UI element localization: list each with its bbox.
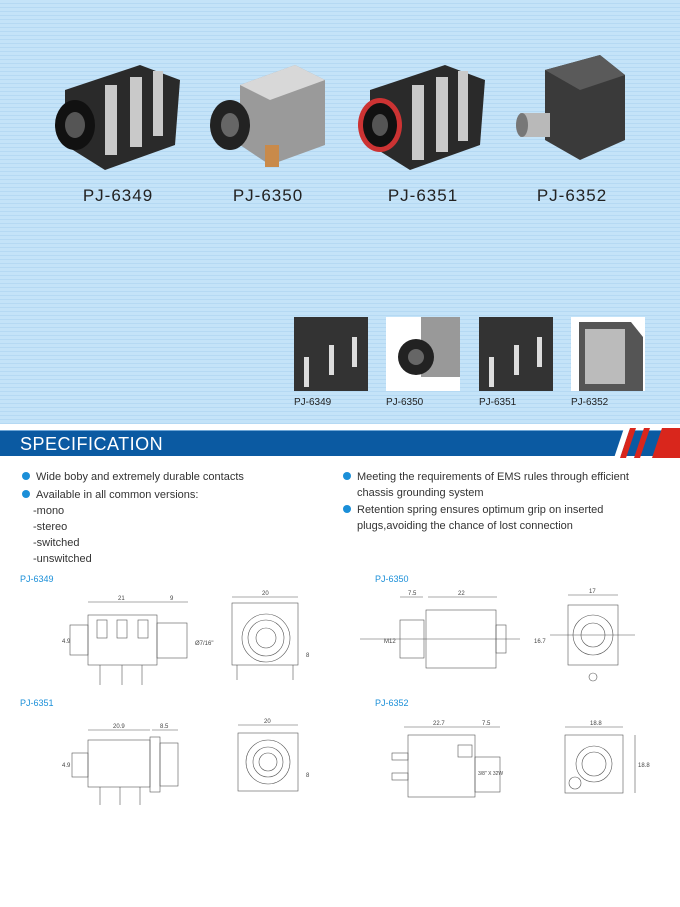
product-image-pj-6352 — [516, 55, 625, 160]
svg-text:4.9: 4.9 — [62, 639, 71, 645]
svg-text:20: 20 — [262, 591, 269, 597]
thumbnail-pj-6350 — [386, 317, 460, 391]
svg-text:M12: M12 — [384, 639, 396, 645]
thumbnail-label: PJ-6351 — [479, 397, 517, 408]
bullet-icon — [22, 472, 30, 480]
drawing-pj-6351: 20.9 8.5 4.9 20 8 — [62, 719, 310, 805]
version-item: -stereo — [33, 521, 68, 533]
drawing-label: PJ-6351 — [20, 698, 54, 708]
svg-text:22: 22 — [458, 591, 465, 597]
drawing-pj-6352: 22.7 7.5 3/8" X 32W 18.8 18.8 — [391, 721, 650, 798]
thumbnail-label: PJ-6352 — [571, 397, 609, 408]
feature-item: Wide boby and extremely durable contacts — [22, 469, 244, 485]
feature-item: Retention spring ensures optimum grip on… — [343, 502, 603, 534]
svg-text:4.9: 4.9 — [62, 763, 71, 769]
thumbnail-pj-6349 — [294, 317, 368, 391]
svg-text:20.9: 20.9 — [113, 724, 125, 730]
feature-item: Meeting the requirements of EMS rules th… — [343, 469, 629, 501]
drawing-pj-6349: 21 9 4.9 Ø7/16" 20 8 — [62, 591, 310, 685]
svg-text:Ø7/16": Ø7/16" — [195, 641, 213, 647]
drawing-label: PJ-6352 — [375, 698, 409, 708]
bullet-icon — [343, 505, 351, 513]
svg-text:9: 9 — [170, 596, 174, 602]
product-label: PJ-6352 — [536, 186, 608, 205]
svg-text:17: 17 — [589, 589, 596, 595]
svg-text:3/8" X 32W: 3/8" X 32W — [478, 771, 503, 777]
svg-text:21: 21 — [118, 596, 125, 602]
drawing-pj-6350: 7.5 22 M12 16.7 17 — [360, 589, 635, 682]
stripes-decoration — [614, 428, 680, 458]
svg-text:7.5: 7.5 — [408, 591, 417, 597]
section-title: SPECIFICATION — [20, 434, 164, 454]
thumbnail-label: PJ-6349 — [294, 397, 332, 408]
svg-text:22.7: 22.7 — [433, 721, 445, 727]
specification-header: SPECIFICATION — [0, 428, 680, 458]
svg-text:8.5: 8.5 — [160, 724, 169, 730]
feature-item: Available in all common versions: — [22, 487, 198, 503]
version-item: -switched — [33, 537, 80, 549]
svg-text:8: 8 — [306, 653, 310, 659]
svg-text:16.7: 16.7 — [534, 639, 546, 645]
product-image-pj-6350 — [210, 65, 325, 167]
product-label: PJ-6350 — [232, 186, 304, 205]
thumbnail-pj-6351 — [479, 317, 553, 391]
svg-text:18.8: 18.8 — [638, 763, 650, 769]
drawing-label: PJ-6350 — [375, 574, 409, 584]
svg-text:7.5: 7.5 — [482, 721, 491, 727]
drawing-label: PJ-6349 — [20, 574, 54, 584]
thumbnail-label: PJ-6350 — [386, 397, 424, 408]
svg-text:18.8: 18.8 — [590, 721, 602, 727]
bullet-icon — [22, 490, 30, 498]
product-label: PJ-6349 — [82, 186, 154, 205]
thumbnail-pj-6352 — [571, 317, 645, 391]
product-image-pj-6351 — [358, 65, 485, 170]
svg-text:20: 20 — [264, 719, 271, 725]
svg-text:8: 8 — [306, 773, 310, 779]
product-label: PJ-6351 — [387, 186, 459, 205]
product-image-pj-6349 — [55, 65, 180, 170]
version-item: -mono — [33, 505, 65, 517]
bullet-icon — [343, 472, 351, 480]
version-item: -unswitched — [33, 553, 92, 565]
